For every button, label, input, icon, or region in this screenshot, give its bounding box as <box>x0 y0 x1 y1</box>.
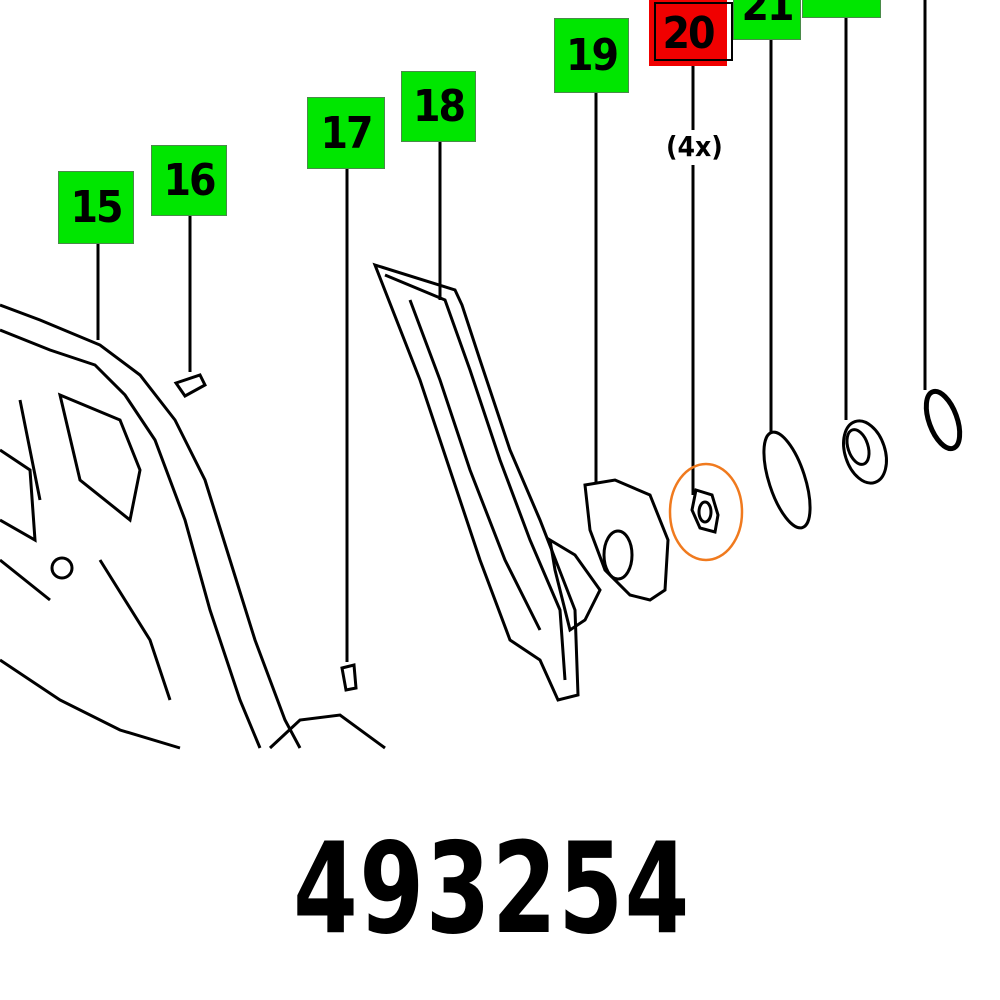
part-21-o-ring <box>762 430 812 530</box>
callout-16[interactable]: 16 <box>151 145 227 216</box>
part-17-screw <box>340 663 358 692</box>
part-23-ring <box>923 388 963 452</box>
part-22-bearing <box>842 419 888 485</box>
part-15-housing <box>0 303 386 750</box>
callout-19[interactable]: 19 <box>554 18 629 93</box>
part-16-pin <box>173 373 207 398</box>
callout-21[interactable]: 21 <box>733 0 801 40</box>
callout-18[interactable]: 18 <box>401 71 476 142</box>
quantity-label: (4x) <box>666 130 723 163</box>
callout-20-outline <box>654 2 733 61</box>
part-18-guide-rail <box>372 262 602 702</box>
leader-lines <box>96 0 927 662</box>
part-20-nut <box>668 462 744 562</box>
part-number: 493254 <box>293 815 692 962</box>
callout-17[interactable]: 17 <box>307 97 385 169</box>
callout-20-highlighted[interactable]: 20 <box>649 0 727 66</box>
selection-ring <box>668 462 744 562</box>
callout-22[interactable]: 22 <box>802 0 881 18</box>
callout-15[interactable]: 15 <box>58 171 134 244</box>
part-19-bearing-holder <box>583 478 670 602</box>
